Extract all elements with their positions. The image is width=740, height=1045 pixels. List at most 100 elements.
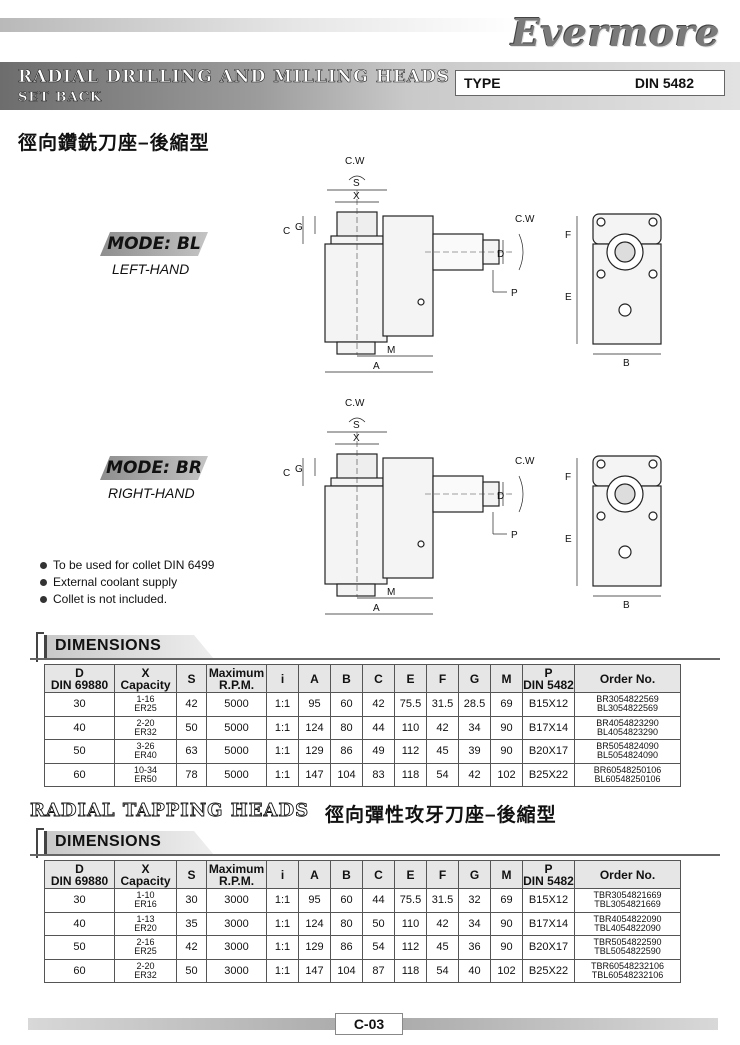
bl-label-g: G [295,222,303,233]
tapping-dimensions-header: DIMENSIONS [30,828,720,858]
cell-m: 69 [490,692,523,717]
cell-p: B17X14 [522,715,575,740]
header-band [0,18,740,32]
cell-e: 110 [394,911,427,936]
col-c: C [362,860,395,889]
cell-a: 129 [298,739,331,764]
cell-d: 30 [44,888,115,913]
drilling-dimensions-header: DIMENSIONS [30,632,720,662]
cell-d: 60 [44,958,115,983]
br-label-s: S [353,420,360,431]
cell-m: 90 [490,911,523,936]
cell-m: 90 [490,715,523,740]
mode-br-hand: RIGHT-HAND [108,485,195,501]
cell-p: B25X22 [522,958,575,983]
br-technical-drawing: C.W S X C G C.W D P M A F E B [283,398,662,615]
tapping-chinese-title: 徑向彈性攻牙刀座–後縮型 [325,805,557,826]
cell-d: 60 [44,762,115,787]
cell-i: 1:1 [266,958,299,983]
cell-i: 1:1 [266,911,299,936]
cell-rpm: 5000 [206,692,267,717]
cell-i: 1:1 [266,692,299,717]
cell-rpm: 5000 [206,739,267,764]
cell-s: 42 [176,692,207,717]
bl-label-f: F [565,230,571,241]
cell-f: 45 [426,935,459,960]
col-b: B [330,664,363,693]
cell-i: 1:1 [266,739,299,764]
cell-m: 102 [490,958,523,983]
col-s: S [176,664,207,693]
col-s: S [176,860,207,889]
br-label-p: P [511,530,518,541]
cell-g: 32 [458,888,491,913]
cell-rpm: 3000 [206,935,267,960]
cell-c: 54 [362,935,395,960]
cell-i: 1:1 [266,888,299,913]
cell-c: 44 [362,715,395,740]
type-value: DIN 5482 [634,75,694,91]
cell-b: 60 [330,888,363,913]
cell-p: B20X17 [522,935,575,960]
cell-d: 50 [44,935,115,960]
bl-label-b: B [623,358,630,369]
cell-rpm: 5000 [206,715,267,740]
cell-b: 86 [330,935,363,960]
col-order: Order No. [574,860,681,889]
bl-port [417,298,425,306]
cell-m: 69 [490,888,523,913]
br-label-f: F [565,472,571,483]
cell-f: 42 [426,715,459,740]
cell-e: 112 [394,935,427,960]
col-e: E [394,664,427,693]
bl-bottom-boss [336,341,376,355]
cell-e: 75.5 [394,888,427,913]
page-number: C-03 [335,1013,403,1035]
cell-g: 40 [458,958,491,983]
br-label-x: X [353,433,360,444]
cell-s: 63 [176,739,207,764]
cell-c: 42 [362,692,395,717]
cell-f: 31.5 [426,692,459,717]
bl-label-p: P [511,288,518,299]
cell-d: 50 [44,739,115,764]
cell-a: 147 [298,958,331,983]
col-f: F [426,664,459,693]
br-label-g: G [295,464,303,475]
bl-side-housing [382,215,434,337]
col-a: A [298,860,331,889]
note-item: To be used for collet DIN 6499 [40,557,214,574]
br-end-body [592,485,662,587]
cell-f: 31.5 [426,888,459,913]
col-i: i [266,664,299,693]
cell-p: B17X14 [522,911,575,936]
cell-d: 30 [44,692,115,717]
bl-technical-drawing: C.W S X C G C.W D P M A F E B [283,156,662,373]
bl-label-a: A [373,361,380,372]
cell-p: B15X12 [522,692,575,717]
col-m: M [490,664,523,693]
cell-rpm: 3000 [206,888,267,913]
mode-br-badge: MODE: BR [100,456,208,480]
bl-label-e: E [565,292,572,303]
cell-s: 30 [176,888,207,913]
cell-m: 90 [490,935,523,960]
cell-c: 83 [362,762,395,787]
